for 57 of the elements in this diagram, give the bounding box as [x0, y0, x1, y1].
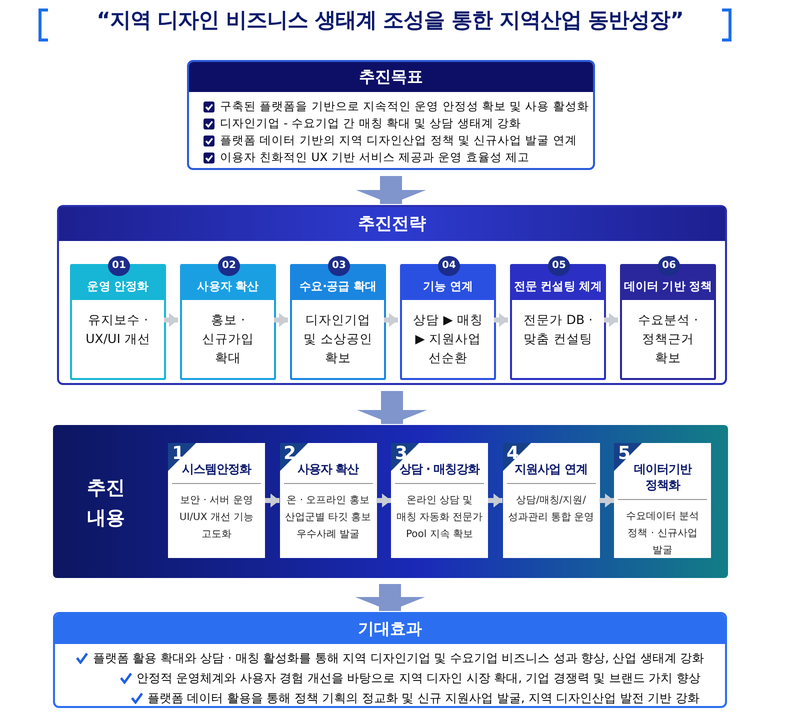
arrow [274, 313, 288, 327]
arrow [376, 494, 391, 508]
content-card [614, 443, 711, 558]
number-badge: 02 [218, 256, 240, 276]
card-text: 전문가 DB · 맞춤 컨설팅 [522, 311, 594, 348]
content-card [280, 443, 376, 558]
number-badge: 01 [108, 256, 130, 276]
effect-panel [53, 612, 727, 708]
card-text: 보안 · 서버 운영 UI/UX 개선 기능 고도화 [178, 494, 255, 542]
arrow [164, 313, 178, 327]
number-badge: 05 [548, 256, 570, 276]
content-card [391, 443, 488, 558]
section-heading: 추진 내용 [86, 476, 126, 531]
arrow [357, 391, 427, 424]
card-text: 유지보수 · UX/UI 개선 [84, 311, 152, 348]
card-text: 수요데이터 분석 정책 · 신규사업 발굴 [624, 510, 700, 558]
card-text: 홍보 · 신규가입 확대 [201, 311, 255, 367]
section-heading: 기대효과 [55, 614, 725, 644]
bullet-text: 디자인기업 - 수요기업 간 매칭 확대 및 상담 생태계 강화 [220, 115, 522, 132]
section-heading: 추진목표 [189, 62, 593, 92]
arrow [604, 313, 618, 327]
arrow [488, 494, 502, 508]
arrow [494, 313, 508, 327]
card-text: 수요분석 · 정책근거 확보 [637, 311, 699, 367]
arrow [384, 313, 398, 327]
content-card [168, 443, 265, 558]
card-heading: 지원사업 연계 [506, 461, 596, 484]
strategy-panel [57, 205, 727, 385]
title: “지역 디자인 비즈니스 생태계 조성을 통한 지역산업 동반성장” [96, 7, 684, 34]
arrow [265, 494, 280, 508]
card-heading: 시스템안정화 [172, 461, 261, 484]
content-panel [53, 425, 728, 578]
card-heading: 사용자 확산 [284, 461, 372, 484]
arrow [355, 584, 425, 611]
arrow [600, 494, 614, 508]
number-badge: 06 [658, 256, 680, 276]
bullet-text: 안정적 운영체계와 사용자 경험 개선을 바탕으로 지역 디자인 시장 확대, 기업 경쟁력 및 브랜드 가치 향상 [136, 670, 700, 687]
bullet-text: 플랫폼 데이터 활용을 통해 정책 기획의 정교화 및 신규 지원사업 발굴, 지역 디자인산업 발전 기반 강화 [148, 690, 700, 706]
card-text: 온 · 오프라인 홍보 산업군별 타깃 홍보 우수사례 발굴 [284, 494, 372, 542]
bullet-text: 이용자 친화적인 UX 기반 서비스 제공과 운영 효율성 제고 [220, 149, 530, 166]
card-text: 상담/매칭/지원/ 성과관리 통합 운영 [506, 494, 596, 525]
step-number: 3 [395, 443, 408, 464]
section-heading: 추진전략 [59, 207, 725, 241]
bullet-text: 플랫폼 활용 확대와 상담 · 매칭 활성화를 통해 지역 디자인기업 및 수요기업 비즈니스 성과 향상, 산업 생태계 강화 [92, 650, 704, 667]
goal-panel [187, 60, 595, 170]
arrow [356, 176, 426, 204]
content-card [502, 443, 600, 558]
number-badge: 04 [438, 256, 460, 276]
step-number: 4 [506, 443, 520, 464]
bullet-text: 구축된 플랫폼을 기반으로 지속적인 운영 안정성 확보 및 사용 활성화 [220, 98, 589, 115]
card-heading: 상담 · 매칭강화 [395, 461, 484, 484]
card-heading: 데이터기반 정책화 [618, 461, 707, 500]
card-text: 온라인 상담 및 매칭 자동화 전문가 Pool 지속 확보 [395, 494, 484, 542]
bullet-text: 플랫폼 데이터 기반의 지역 디자인산업 정책 및 신규사업 발굴 연계 [220, 132, 577, 149]
number-badge: 03 [328, 256, 350, 276]
card-text: 디자인기업 및 소상공인 확보 [302, 311, 374, 367]
card-text: 상담 ▶ 매칭 ▶ 지원사업 선순환 [412, 311, 484, 367]
